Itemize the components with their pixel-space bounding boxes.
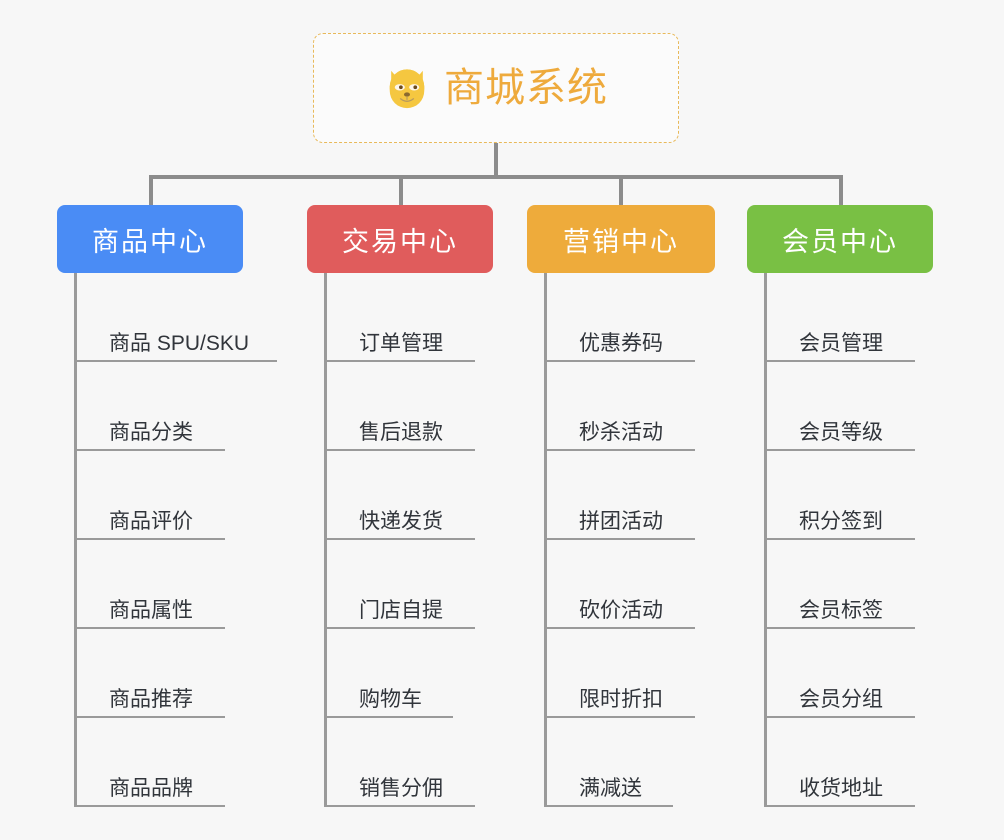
dog-face-icon <box>389 69 425 109</box>
leaf-item[interactable]: 售后退款 <box>327 362 527 451</box>
branch-column-product: 商品中心 商品 SPU/SKU 商品分类 商品评价 商品属性 商品推荐 <box>57 205 277 807</box>
leaf-underline <box>327 449 475 451</box>
branch-column-marketing: 营销中心 优惠券码 秒杀活动 拼团活动 砍价活动 限时折扣 <box>527 205 747 807</box>
leaf-label: 砍价活动 <box>579 599 663 622</box>
root-node[interactable]: 商城系统 <box>313 33 679 143</box>
leaf-underline <box>327 360 475 362</box>
leaf-underline <box>77 716 225 718</box>
leaf-label: 积分签到 <box>799 510 883 533</box>
leaf-underline <box>77 360 277 362</box>
category-box-product[interactable]: 商品中心 <box>57 205 243 273</box>
leaf-item[interactable]: 满减送 <box>547 718 747 807</box>
leaf-item[interactable]: 门店自提 <box>327 540 527 629</box>
connector-drop-trade <box>399 175 403 207</box>
leaf-underline <box>767 449 915 451</box>
leaf-list-product: 商品 SPU/SKU 商品分类 商品评价 商品属性 商品推荐 商品品牌 <box>74 273 277 807</box>
leaf-label: 会员分组 <box>799 688 883 711</box>
connector-drop-marketing <box>619 175 623 207</box>
category-label-trade: 交易中心 <box>342 226 458 257</box>
leaf-underline <box>77 627 225 629</box>
leaf-item[interactable]: 快递发货 <box>327 451 527 540</box>
leaf-label: 商品推荐 <box>109 688 193 711</box>
leaf-item[interactable]: 商品评价 <box>77 451 277 540</box>
leaf-item[interactable]: 会员管理 <box>767 273 967 362</box>
branch-column-member: 会员中心 会员管理 会员等级 积分签到 会员标签 会员分组 <box>747 205 967 807</box>
leaf-label: 快递发货 <box>359 510 443 533</box>
leaf-label: 门店自提 <box>359 599 443 622</box>
connector-root-stem <box>494 143 498 179</box>
leaf-item[interactable]: 商品推荐 <box>77 629 277 718</box>
leaf-underline <box>547 627 695 629</box>
leaf-label: 满减送 <box>579 777 642 800</box>
leaf-item[interactable]: 商品分类 <box>77 362 277 451</box>
leaf-underline <box>767 538 915 540</box>
category-label-product: 商品中心 <box>92 226 208 257</box>
leaf-underline <box>547 716 695 718</box>
leaf-label: 商品品牌 <box>109 777 193 800</box>
leaf-underline <box>327 627 475 629</box>
leaf-underline <box>547 449 695 451</box>
leaf-underline <box>547 360 695 362</box>
leaf-list-trade: 订单管理 售后退款 快递发货 门店自提 购物车 销售分佣 <box>324 273 527 807</box>
leaf-item[interactable]: 优惠券码 <box>547 273 747 362</box>
leaf-label: 商品分类 <box>109 421 193 444</box>
leaf-item[interactable]: 限时折扣 <box>547 629 747 718</box>
leaf-label: 商品评价 <box>109 510 193 533</box>
category-label-member: 会员中心 <box>782 226 898 257</box>
leaf-label: 商品属性 <box>109 599 193 622</box>
leaf-item[interactable]: 商品属性 <box>77 540 277 629</box>
leaf-underline <box>327 538 475 540</box>
leaf-label: 购物车 <box>359 688 422 711</box>
connector-drop-product <box>149 175 153 207</box>
category-box-member[interactable]: 会员中心 <box>747 205 933 273</box>
category-box-trade[interactable]: 交易中心 <box>307 205 493 273</box>
leaf-underline <box>767 716 915 718</box>
leaf-label: 订单管理 <box>359 332 443 355</box>
category-box-marketing[interactable]: 营销中心 <box>527 205 715 273</box>
leaf-item[interactable]: 砍价活动 <box>547 540 747 629</box>
leaf-label: 会员管理 <box>799 332 883 355</box>
leaf-list-marketing: 优惠券码 秒杀活动 拼团活动 砍价活动 限时折扣 满减送 <box>544 273 747 807</box>
connector-horizontal-bar <box>149 175 841 179</box>
leaf-label: 销售分佣 <box>359 777 443 800</box>
leaf-underline <box>77 538 225 540</box>
leaf-underline <box>77 805 225 807</box>
leaf-item[interactable]: 商品品牌 <box>77 718 277 807</box>
leaf-item[interactable]: 购物车 <box>327 629 527 718</box>
branch-column-trade: 交易中心 订单管理 售后退款 快递发货 门店自提 购物车 <box>307 205 527 807</box>
leaf-underline <box>77 449 225 451</box>
leaf-item[interactable]: 积分签到 <box>767 451 967 540</box>
leaf-item[interactable]: 销售分佣 <box>327 718 527 807</box>
leaf-underline <box>327 805 475 807</box>
leaf-underline <box>547 805 673 807</box>
leaf-item[interactable]: 秒杀活动 <box>547 362 747 451</box>
category-label-marketing: 营销中心 <box>563 226 679 257</box>
leaf-label: 优惠券码 <box>579 332 663 355</box>
leaf-underline <box>327 716 453 718</box>
leaf-item[interactable]: 会员分组 <box>767 629 967 718</box>
root-title: 商城系统 <box>444 66 608 110</box>
leaf-item[interactable]: 会员等级 <box>767 362 967 451</box>
connector-drop-member <box>839 175 843 207</box>
leaf-underline <box>767 360 915 362</box>
leaf-label: 会员标签 <box>799 599 883 622</box>
leaf-label: 收货地址 <box>799 777 883 800</box>
leaf-item[interactable]: 订单管理 <box>327 273 527 362</box>
leaf-item[interactable]: 会员标签 <box>767 540 967 629</box>
leaf-item[interactable]: 拼团活动 <box>547 451 747 540</box>
leaf-label: 会员等级 <box>799 421 883 444</box>
leaf-underline <box>767 627 915 629</box>
leaf-underline <box>767 805 915 807</box>
leaf-list-member: 会员管理 会员等级 积分签到 会员标签 会员分组 收货地址 <box>764 273 967 807</box>
leaf-label: 商品 SPU/SKU <box>109 332 250 355</box>
leaf-label: 售后退款 <box>359 421 443 444</box>
leaf-item[interactable]: 收货地址 <box>767 718 967 807</box>
leaf-label: 秒杀活动 <box>579 421 663 444</box>
leaf-label: 拼团活动 <box>579 510 663 533</box>
leaf-item[interactable]: 商品 SPU/SKU <box>77 273 277 362</box>
leaf-label: 限时折扣 <box>579 688 663 711</box>
leaf-underline <box>547 538 695 540</box>
